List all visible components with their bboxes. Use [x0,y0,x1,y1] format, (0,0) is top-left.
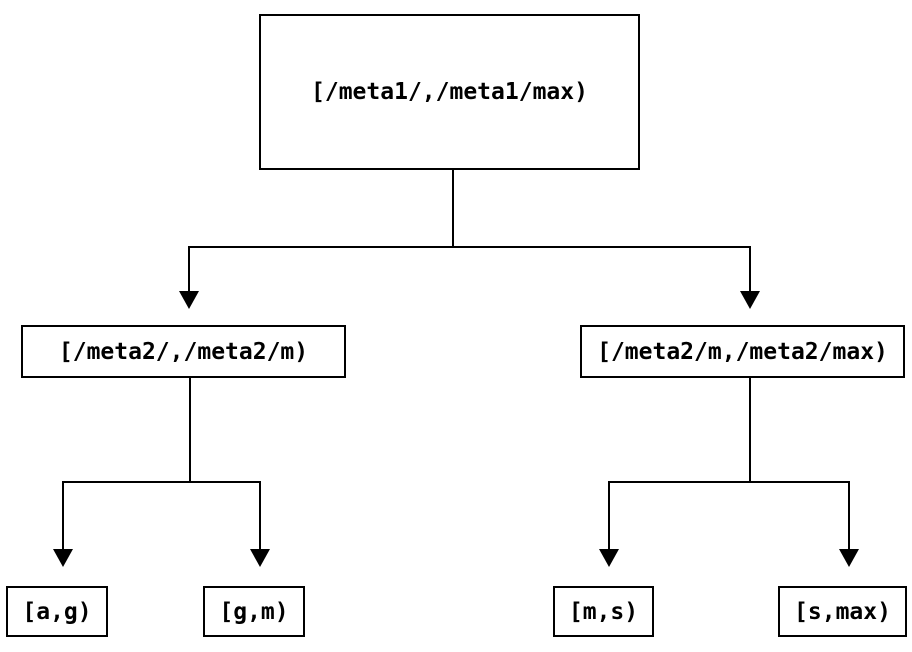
arrowhead-down-icon [250,549,270,567]
node-label: [/meta1/,/meta1/max) [311,79,588,105]
node-leaf-a-g: [a,g) [6,586,108,637]
node-root-range: [/meta1/,/meta1/max) [259,14,640,170]
node-left-subrange: [/meta2/,/meta2/m) [21,325,346,378]
node-leaf-g-m: [g,m) [203,586,305,637]
connector-right-subtree [599,378,859,567]
node-label: [m,s) [568,598,639,625]
arrowhead-down-icon [740,291,760,309]
node-label: [/meta2/m,/meta2/max) [597,338,888,365]
node-leaf-m-s: [m,s) [553,586,654,637]
arrowhead-down-icon [839,549,859,567]
node-label: [a,g) [22,598,92,625]
node-label: [/meta2/,/meta2/m) [58,338,309,365]
node-leaf-s-max: [s,max) [778,586,907,637]
connector-root-to-level1 [179,170,760,309]
arrowhead-down-icon [53,549,73,567]
node-label: [g,m) [219,598,289,625]
node-right-subrange: [/meta2/m,/meta2/max) [580,325,905,378]
node-label: [s,max) [794,598,891,625]
arrowhead-down-icon [599,549,619,567]
arrowhead-down-icon [179,291,199,309]
connector-left-subtree [53,378,270,567]
